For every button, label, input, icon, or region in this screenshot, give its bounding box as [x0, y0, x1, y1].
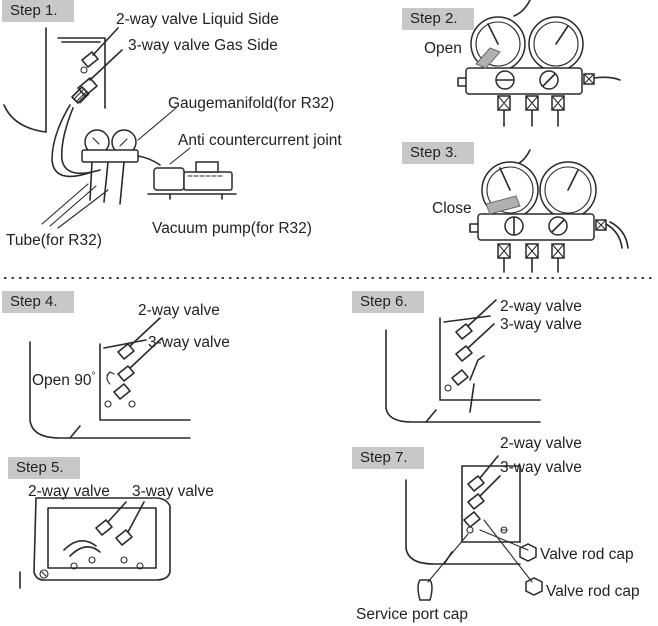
two-way-valve-liquid-side-label: 2-way valve Liquid Side: [116, 11, 279, 28]
step4-illustration: [29, 317, 191, 439]
step6-illustration: [385, 299, 541, 423]
service-port-cap-label: Service port cap: [356, 606, 468, 623]
step4-three-way-valve-label: 3-way valve: [148, 334, 230, 351]
step4-badge: Step 4.: [2, 291, 74, 313]
step7-illustration: [405, 455, 543, 601]
valve-rod-cap-label-2: Valve rod cap: [546, 583, 640, 600]
step6-three-way-valve-label: 3-way valve: [500, 316, 582, 333]
open-90-label: Open 90°: [32, 368, 95, 390]
degree-symbol: °: [91, 371, 96, 382]
step1-illustration: [3, 27, 237, 229]
step5-two-way-valve-label: 2-way valve: [28, 483, 110, 500]
step4-two-way-valve-label: 2-way valve: [138, 302, 220, 319]
step5-badge: Step 5.: [8, 457, 80, 479]
step7-three-way-valve-label: 3-way valve: [500, 459, 582, 476]
step5-three-way-valve-label: 3-way valve: [132, 483, 214, 500]
gaugemanifold-label: Gaugemanifold(for R32): [168, 95, 335, 112]
tube-label: Tube(for R32): [6, 232, 102, 249]
step2-badge: Step 2.: [402, 8, 474, 30]
open-90-text: Open 90: [32, 372, 92, 390]
step7-badge: Step 7.: [352, 447, 424, 469]
step2-illustration: [457, 0, 621, 127]
valve-rod-cap-label-1: Valve rod cap: [540, 546, 634, 563]
step1-badge: Step 1.: [2, 0, 74, 22]
three-way-valve-gas-side-label: 3-way valve Gas Side: [128, 37, 278, 54]
close-label: Close: [432, 200, 472, 217]
vacuum-pump-label: Vacuum pump(for R32): [152, 220, 312, 237]
step5-illustration: [19, 497, 171, 589]
step3-illustration: [469, 149, 629, 273]
step3-badge: Step 3.: [402, 142, 474, 164]
step7-two-way-valve-label: 2-way valve: [500, 435, 582, 452]
step6-two-way-valve-label: 2-way valve: [500, 298, 582, 315]
step6-badge: Step 6.: [352, 291, 424, 313]
anti-countercurrent-joint-label: Anti countercurrent joint: [178, 132, 342, 149]
open-label: Open: [424, 40, 462, 57]
